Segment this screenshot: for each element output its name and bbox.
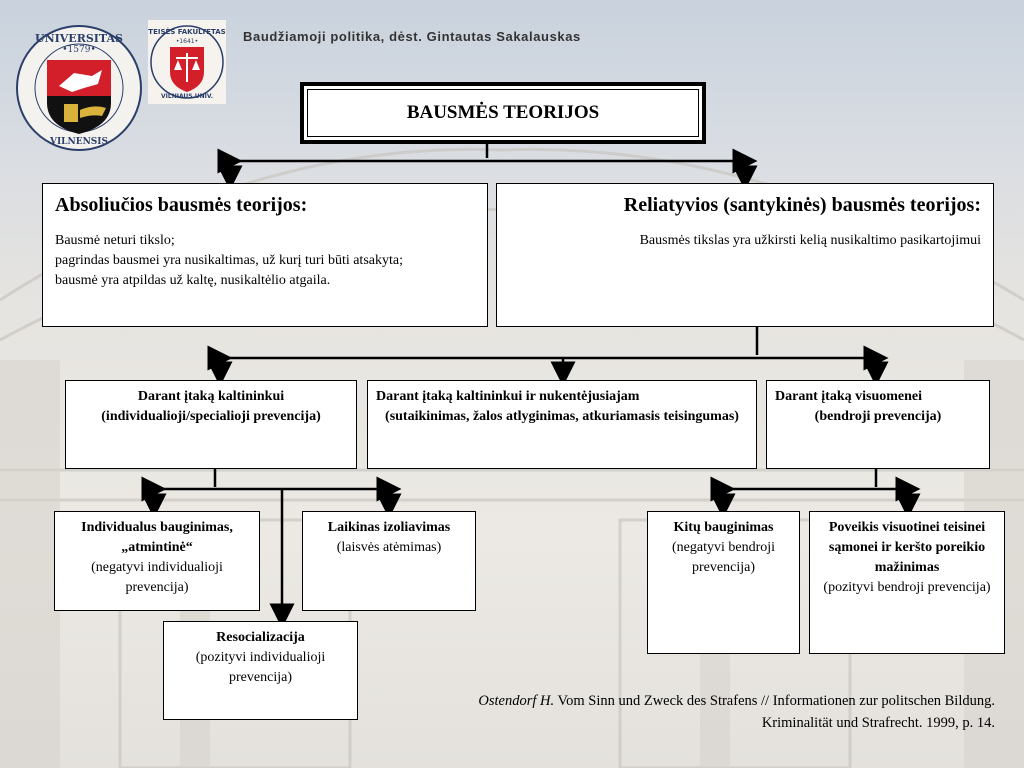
legal-consciousness-title: Poveikis visuotinei teisinei sąmonei ir …: [828, 520, 986, 575]
source-citation: Ostendorf H. Vom Sinn und Zweck des Stra…: [430, 690, 995, 734]
svg-text:VILNIAUS UNIV.: VILNIAUS UNIV.: [161, 93, 213, 100]
course-header: Baudžiamoji politika, dėst. Gintautas Sa…: [243, 29, 581, 44]
absolute-line-1: Bausmė neturi tikslo;: [55, 233, 175, 248]
svg-text:VILNENSIS: VILNENSIS: [49, 137, 108, 147]
general-deterrence-title: Kitų bauginimas: [673, 520, 774, 535]
relative-theories-heading: Reliatyvios (santykinės) bausmės teorijo…: [623, 194, 981, 216]
resocialization-title: Resocializacija: [216, 630, 305, 645]
absolute-theories-heading: Absoliučios bausmės teorijos:: [55, 194, 308, 216]
citation-text: Vom Sinn und Zweck des Strafens // Infor…: [554, 693, 996, 731]
temporary-isolation-subtitle: (laisvės atėmimas): [336, 540, 442, 555]
resocialization-box: Resocializacija (pozityvi individualioji…: [163, 621, 358, 720]
society-influence-subtitle: (bendroji prevencija): [814, 409, 942, 424]
legal-consciousness-box: Poveikis visuotinei teisinei sąmonei ir …: [809, 511, 1005, 654]
society-influence-box: Darant įtaką visuomenei (bendroji preven…: [766, 380, 990, 469]
offender-influence-box: Darant įtaką kaltininkui (individualioji…: [65, 380, 357, 469]
individual-deterrence-box: Individualus bauginimas, „atmintinė“ (ne…: [54, 511, 260, 611]
offender-victim-influence-subtitle: (sutaikinimas, žalos atlyginimas, atkuri…: [385, 409, 739, 424]
general-deterrence-box: Kitų bauginimas (negatyvi bendroji preve…: [647, 511, 800, 654]
general-deterrence-subtitle: (negatyvi bendroji prevencija): [671, 540, 776, 575]
offender-victim-influence-box: Darant įtaką kaltininkui ir nukentėjusia…: [367, 380, 757, 469]
individual-deterrence-title: Individualus bauginimas, „atmintinė“: [81, 520, 233, 555]
temporary-isolation-box: Laikinas izoliavimas (laisvės atėmimas): [302, 511, 476, 611]
absolute-line-3: bausmė yra atpildas už kaltę, nusikaltėl…: [55, 273, 331, 288]
vilnius-university-seal-icon: UNIVERSITAS VILNENSIS •1579•: [16, 25, 142, 151]
citation-author: Ostendorf H.: [478, 693, 555, 709]
svg-text:UNIVERSITAS: UNIVERSITAS: [35, 32, 123, 45]
absolute-theories-box: Absoliučios bausmės teorijos: Bausmė net…: [42, 183, 488, 327]
absolute-line-2: pagrindas bausmei yra nusikaltimas, už k…: [55, 253, 403, 268]
legal-consciousness-subtitle: (pozityvi bendroji prevencija): [823, 580, 991, 595]
diagram-title: BAUSMĖS TEORIJOS: [307, 89, 699, 137]
diagram-title-box: BAUSMĖS TEORIJOS: [300, 82, 706, 144]
offender-victim-influence-title: Darant įtaką kaltininkui ir nukentėjusia…: [376, 389, 640, 404]
individual-deterrence-subtitle: (negatyvi individualioji prevencija): [91, 560, 223, 595]
svg-text:TEISĖS FAKULTETAS: TEISĖS FAKULTETAS: [148, 27, 225, 36]
resocialization-subtitle: (pozityvi individualioji prevencija): [195, 650, 326, 685]
temporary-isolation-title: Laikinas izoliavimas: [327, 520, 451, 535]
svg-text:•1579•: •1579•: [62, 45, 96, 55]
offender-influence-title: Darant įtaką kaltininkui: [137, 389, 285, 404]
svg-text:•1641•: •1641•: [176, 38, 198, 45]
relative-theories-text: Bausmės tikslas yra užkirsti kelią nusik…: [639, 233, 981, 248]
society-influence-title: Darant įtaką visuomenei: [775, 389, 922, 404]
relative-theories-box: Reliatyvios (santykinės) bausmės teorijo…: [496, 183, 994, 327]
law-faculty-seal-icon: TEISĖS FAKULTETAS •1641• VILNIAUS UNIV.: [148, 20, 226, 104]
offender-influence-subtitle: (individualioji/specialioji prevencija): [101, 409, 321, 424]
